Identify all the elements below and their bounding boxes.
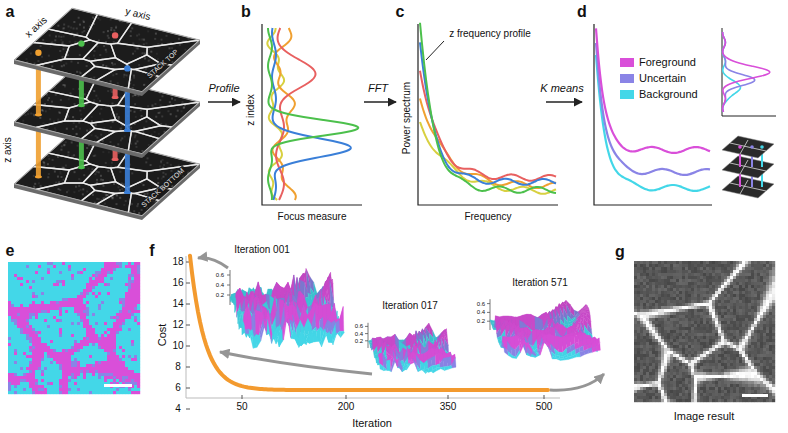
figure: ax axisy axisz axisSTACK TOPSTACK BOTTOM…: [0, 0, 788, 433]
